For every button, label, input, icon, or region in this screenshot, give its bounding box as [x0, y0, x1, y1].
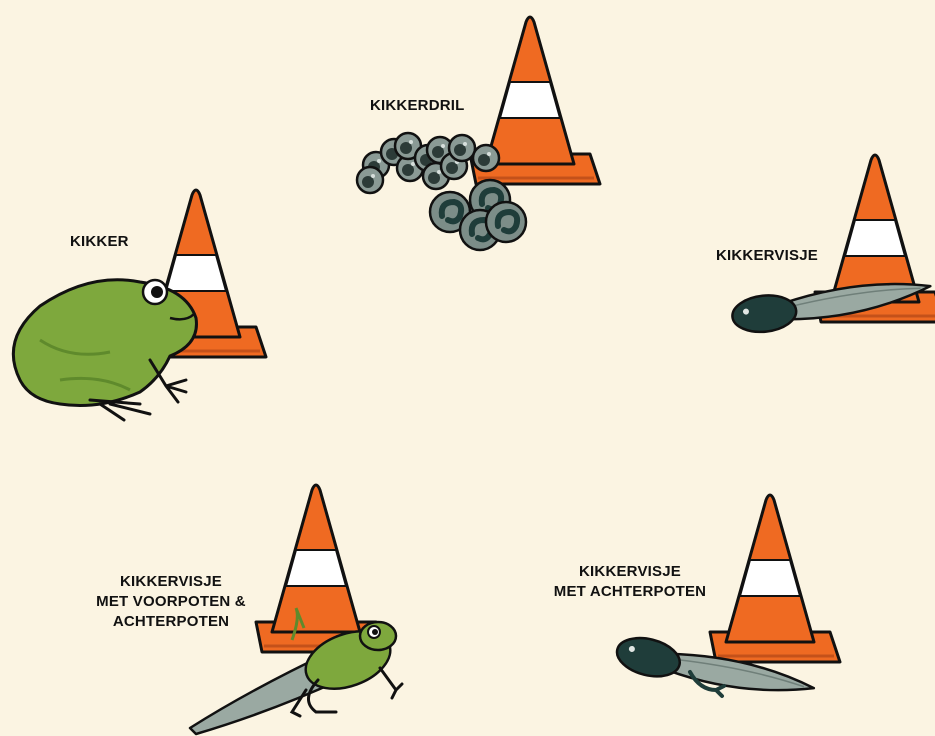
label-line: KIKKERVISJE — [540, 562, 720, 582]
station-tadpole — [731, 155, 935, 335]
label-frog: KIKKER — [70, 232, 129, 252]
label-line: KIKKERVISJE — [76, 572, 266, 592]
station-frog — [13, 190, 266, 420]
label-line: ACHTERPOTEN — [76, 612, 266, 632]
label-tadpole-hindlegs: KIKKERVISJE MET ACHTERPOTEN — [540, 562, 720, 602]
label-line: MET ACHTERPOTEN — [540, 582, 720, 602]
station-tadpole-hindlegs — [613, 495, 840, 715]
frog-icon — [13, 280, 196, 420]
label-froglet: KIKKERVISJE MET VOORPOTEN & ACHTERPOTEN — [76, 572, 266, 632]
label-frogspawn: KIKKERDRIL — [370, 96, 465, 116]
label-line: MET VOORPOTEN & — [76, 592, 266, 612]
station-frogspawn — [357, 17, 600, 250]
traffic-cone-icon — [710, 495, 840, 662]
label-tadpole: KIKKERVISJE — [716, 246, 818, 266]
